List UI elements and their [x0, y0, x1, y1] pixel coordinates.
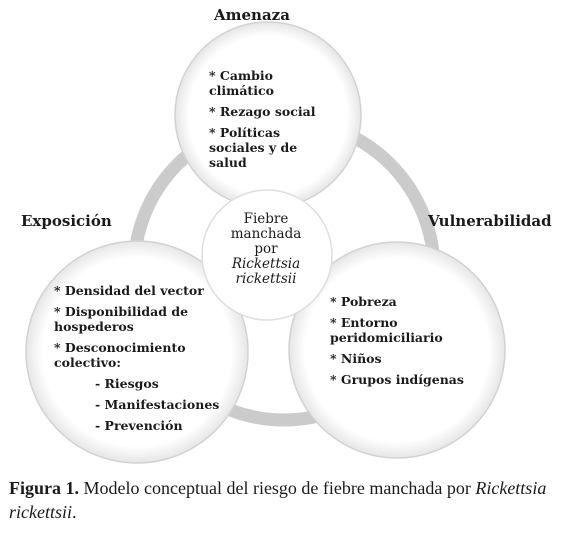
exposicion-list: * Densidad del vector * Disponibilidad d… — [54, 283, 224, 439]
center-line: rickettsii — [235, 271, 297, 287]
caption-end: . — [71, 502, 77, 522]
exposicion-label: Exposición — [21, 212, 112, 230]
list-subitem: - Prevención — [95, 418, 183, 433]
list-item: * Niños — [330, 351, 382, 366]
vulnerabilidad-list: * Pobreza * Entorno peridomiciliario * N… — [330, 294, 480, 393]
amenaza-label: Amenaza — [214, 6, 290, 24]
list-item: * Disponibilidad de hospederos — [54, 304, 189, 334]
caption-text: Modelo conceptual del riesgo de fiebre m… — [79, 478, 476, 498]
list-item: * Rezago social — [209, 104, 316, 119]
center-line: por — [254, 241, 278, 257]
list-subitem: - Manifestaciones — [95, 397, 220, 412]
list-item: * Pobreza — [330, 294, 397, 309]
center-line: Rickettsia — [231, 256, 301, 272]
list-item: * Entorno peridomiciliario — [330, 315, 443, 345]
amenaza-list: * Cambio climático * Rezago social * Pol… — [209, 68, 329, 176]
caption-species: Rickettsia rickettsii — [9, 478, 547, 522]
list-item: * Grupos indígenas — [330, 372, 464, 387]
list-item: * Cambio climático — [209, 68, 274, 98]
figure-caption: Figura 1. Modelo conceptual del riesgo d… — [9, 476, 561, 524]
center-line: Fiebre — [243, 211, 289, 227]
exposicion-circle — [25, 240, 249, 464]
center-circle — [201, 189, 333, 321]
center-line: manchada — [230, 226, 302, 242]
vulnerabilidad-label: Vulnerabilidad — [428, 212, 552, 230]
list-item: * Densidad del vector — [54, 283, 204, 298]
risk-diagram — [25, 21, 506, 464]
vulnerabilidad-circle — [288, 241, 506, 459]
figure-label: Figura 1. — [9, 478, 79, 498]
list-subitem: - Riesgos — [95, 376, 159, 391]
center-text: Fiebre manchada por Rickettsia rickettsi… — [205, 212, 327, 287]
list-item: * Desconocimiento colectivo: — [54, 340, 186, 370]
list-item: * Políticas sociales y de salud — [209, 125, 298, 170]
